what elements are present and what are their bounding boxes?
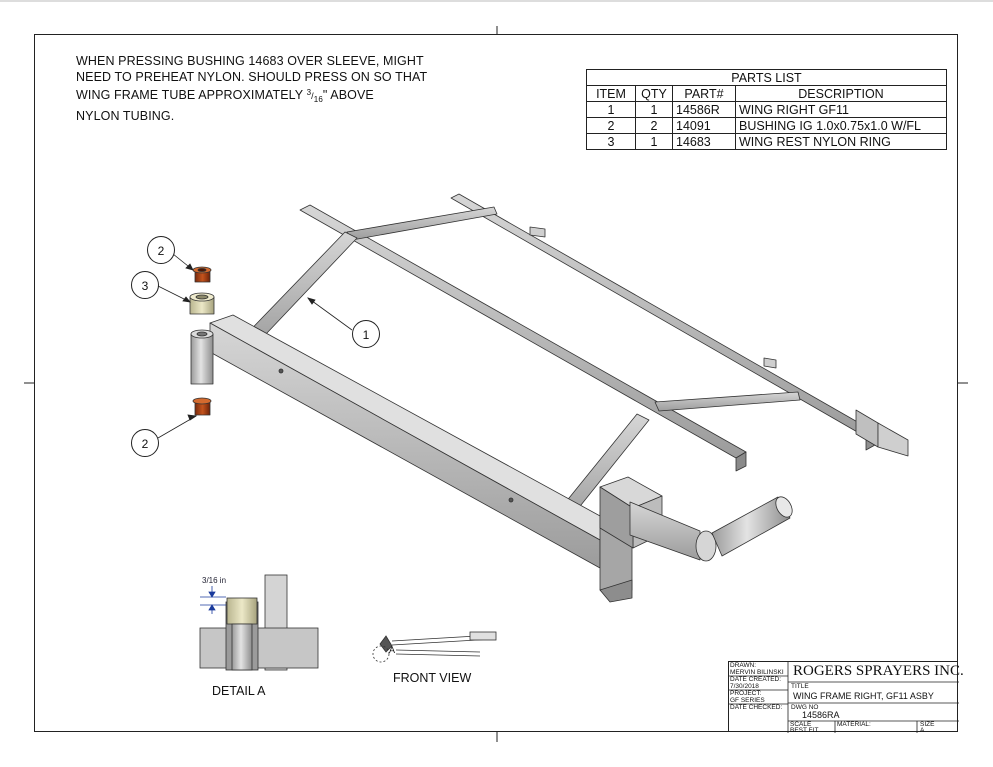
header-qty: QTY: [635, 85, 673, 102]
table-row: 2 2 14091 BUSHING IG 1.0x0.75x1.0 W/FL: [586, 117, 947, 134]
dimension-label: 3/16 in: [202, 576, 227, 585]
row-description: BUSHING IG 1.0x0.75x1.0 W/FL: [735, 117, 947, 134]
note-line-3: WING FRAME TUBE APPROXIMATELY 3/16" ABOV…: [76, 88, 374, 104]
scale-value: BEST FIT: [790, 727, 819, 734]
size-value: A: [920, 727, 925, 734]
material-label: MATERIAL:: [837, 721, 871, 728]
row-part: 14683: [672, 133, 736, 150]
front-view-label: FRONT VIEW: [393, 671, 472, 685]
project-value: GF SERIES: [730, 697, 765, 704]
drawn-value: MERVIN BILINSKI: [730, 669, 784, 676]
balloon-item-3: 3: [131, 271, 159, 299]
detail-a-label: DETAIL A: [212, 684, 266, 698]
leader-lines: [157, 253, 353, 439]
fraction-3-16: 3/16: [306, 88, 323, 104]
parts-list-table: PARTS LIST ITEM QTY PART# DESCRIPTION 1 …: [586, 69, 947, 150]
checked-label: DATE CHECKED:: [730, 704, 783, 711]
created-value: 7/30/2018: [730, 683, 759, 690]
drawn-label: DRAWN:: [730, 662, 757, 669]
row-description: WING REST NYLON RING: [735, 133, 947, 150]
balloon-item-2-top: 2: [147, 236, 175, 264]
table-row: 3 1 14683 WING REST NYLON RING: [586, 133, 947, 150]
dwg-value: 14586RA: [802, 710, 840, 720]
row-description: WING RIGHT GF11: [735, 101, 947, 118]
frame-tubes: [189, 193, 909, 603]
lower-cross-brace: [654, 391, 801, 412]
row-part: 14091: [672, 117, 736, 134]
drawing-border: [34, 34, 958, 732]
title-label: TITLE: [791, 683, 809, 690]
assembly-note: WHEN PRESSING BUSHING 14683 OVER SLEEVE,…: [76, 53, 427, 124]
rest-pin: [711, 496, 791, 557]
company-name: ROGERS SPRAYERS INC.: [793, 663, 964, 679]
size-label: SIZE: [920, 721, 935, 728]
table-row: 1 1 14586R WING RIGHT GF11: [586, 101, 947, 118]
front-view-marker: A: [389, 645, 396, 655]
title-value: WING FRAME RIGHT, GF11 ASBY: [793, 691, 934, 701]
balloon-item-2-bottom: 2: [131, 429, 159, 457]
created-label: DATE CREATED:: [730, 676, 782, 683]
dwg-label: DWG NO: [791, 704, 819, 711]
balloon-item-1: 1: [352, 320, 380, 348]
note-line-2: NEED TO PREHEAT NYLON. SHOULD PRESS ON S…: [76, 70, 428, 84]
note-line-4: NYLON TUBING.: [76, 108, 175, 123]
dimension-3-16: [200, 586, 226, 614]
note-line-1: WHEN PRESSING BUSHING 14683 OVER SLEEVE,…: [76, 54, 424, 68]
row-item: 3: [586, 133, 636, 150]
pivot-boss: [695, 530, 717, 562]
project-label: PROJECT:: [730, 690, 762, 697]
pivot-arm: [629, 501, 701, 561]
scale-label: SCALE: [790, 721, 812, 728]
parts-list-header-row: ITEM QTY PART# DESCRIPTION: [586, 85, 947, 102]
title-block-grid: [729, 662, 959, 733]
header-description: DESCRIPTION: [735, 85, 947, 102]
title-block: DRAWN: MERVIN BILINSKI DATE CREATED: 7/3…: [728, 661, 964, 734]
